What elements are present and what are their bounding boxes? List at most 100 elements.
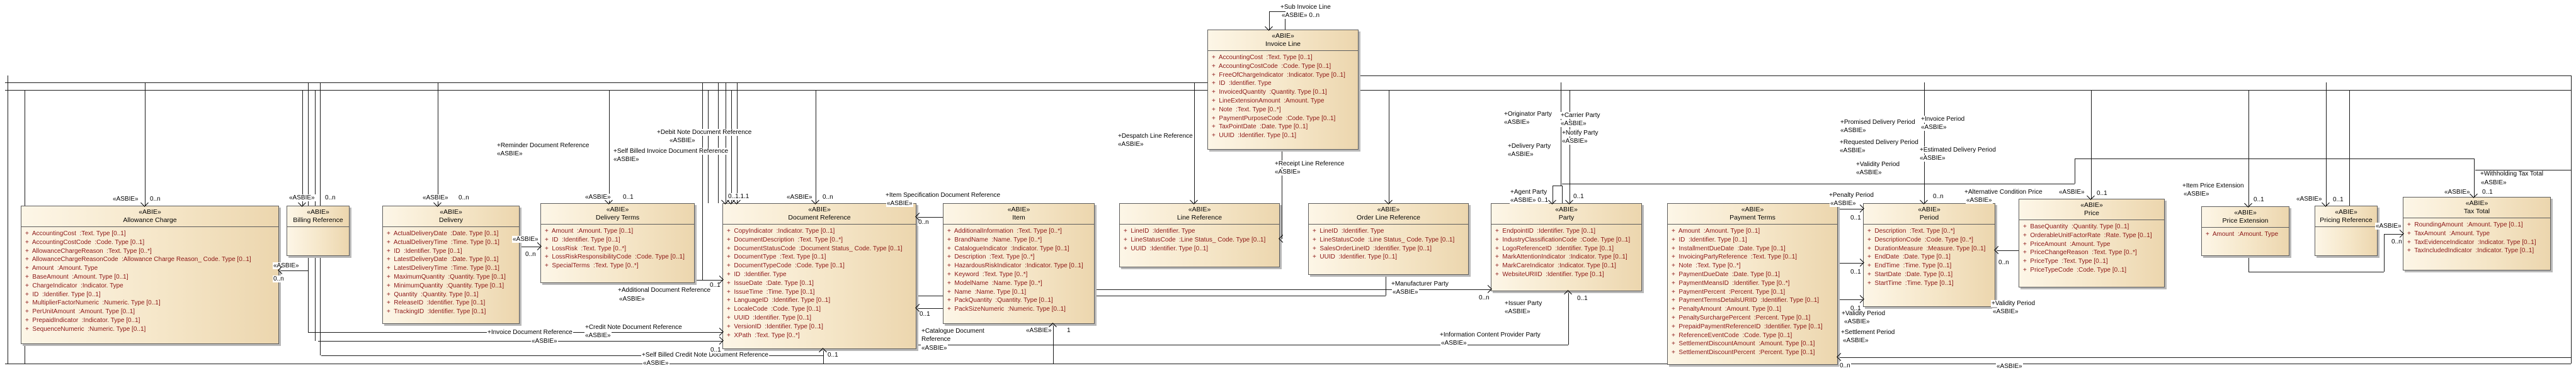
association-label: «ASBIE» [1507, 151, 1534, 158]
class-stereotype: «ABIE» [1377, 206, 1400, 213]
class-attribute: + ActualDeliveryDate :Date. Type [0..1] [387, 230, 499, 237]
association-label: +Self Billed Credit Note Document Refere… [641, 352, 769, 359]
class-header: «ABIE»Period [1864, 204, 1995, 225]
connector-line [695, 280, 722, 281]
association-label: «ASBIE» [1025, 327, 1052, 334]
class-attribute: + Amount :Amount. Type [2206, 231, 2279, 238]
association-label: +Validity Period [1855, 161, 1901, 168]
class-attribute: + DocumentType :Text. Type [0..1] [727, 253, 826, 261]
connector-line [731, 90, 732, 203]
class-header: «ABIE»Tax Total [2403, 198, 2550, 218]
association-label: 1 [1066, 327, 1071, 334]
association-label: 0..1 [827, 352, 839, 359]
class-attribute: + Name :Name. Type [0..1] [947, 288, 1027, 296]
class-box-document-reference[interactable]: «ABIE»Document Reference+ CopyIndicator … [722, 203, 916, 349]
class-attributes: + Amount :Amount. Type [0..1]+ ID :Ident… [541, 225, 694, 270]
association-label: +Item Price Extension [2182, 182, 2245, 189]
class-box-price[interactable]: «ABIE»Price+ BaseQuantity :Quantity. Typ… [2019, 199, 2165, 287]
class-attribute: + Description :Text. Type [0..*] [947, 253, 1035, 261]
class-attribute: + LineID :Identifier. Type [1124, 228, 1195, 235]
class-name: Line Reference [1177, 214, 1222, 221]
association-label: «ASBIE» 0..1 [1510, 197, 1549, 204]
class-attribute: + Amount :Amount. Type [0..1] [545, 228, 634, 235]
class-attribute: + InvoicingPartyReference :Text. Type [0… [1672, 253, 1798, 261]
class-attribute: + LatestDeliveryDate :Date. Type [0..1] [387, 256, 499, 264]
association-label: 0..n [1998, 259, 2010, 266]
class-name: Party [1558, 214, 1575, 221]
class-attribute: + ActualDeliveryTime :Time. Type [0..1] [387, 238, 499, 246]
class-header: «ABIE»Invoice Line [1208, 30, 1358, 51]
class-attribute: + WebsiteURIID :Identifier. Type [0..1] [1495, 270, 1604, 278]
class-box-party[interactable]: «ABIE»Party+ EndpointID :Identifier. Typ… [1491, 203, 1642, 291]
class-name: Billing Reference [293, 216, 343, 224]
connector-line [916, 217, 943, 218]
class-stereotype: «ABIE» [307, 208, 329, 216]
class-stereotype: «ABIE» [606, 206, 629, 213]
class-attribute: + SpecialTerms :Text. Type [0..*] [545, 262, 639, 270]
class-name: Allowance Charge [123, 216, 177, 224]
association-label: 0..1 [2253, 196, 2265, 203]
class-box-pricing-reference[interactable]: «ABIE»Pricing Reference [2315, 206, 2378, 256]
class-attributes: + Amount :Amount. Type [0..1]+ ID :Ident… [1668, 225, 1837, 357]
association-label: 0..n [1839, 362, 1851, 369]
class-box-delivery-terms[interactable]: «ABIE»Delivery Terms + Amount :Amount. Ty… [540, 203, 695, 283]
class-box-period[interactable]: «ABIE»Period+ Description :Text. Type [0… [1863, 203, 1995, 307]
connector-line [1053, 324, 1054, 364]
association-label: 0..n [458, 194, 470, 201]
class-attribute: + FreeOfChargeIndicator :Indicator. Type… [1212, 71, 1345, 79]
class-name: Invoice Line [1265, 40, 1301, 48]
class-attribute: + Quantity :Quantity. Type [0..1] [387, 291, 479, 298]
class-attribute: + Description :Text. Type [0..*] [1867, 228, 1955, 235]
connector-line [302, 90, 303, 206]
association-label: +Despatch Line Reference [1117, 133, 1194, 140]
class-attribute: + TaxIncludedIndicator :Indicator. Type … [2407, 247, 2534, 255]
class-box-item[interactable]: «ABIE»Item+ AdditionalInformation :Text.… [943, 203, 1095, 324]
class-stereotype: «ABIE» [1741, 206, 1764, 213]
association-label: «ASBIE» [2444, 189, 2471, 196]
class-attribute: + LossRiskResponsibilityCode :Code. Type… [545, 253, 685, 261]
class-box-payment-terms[interactable]: «ABIE»Payment Terms+ Amount :Amount. Typ… [1667, 203, 1838, 365]
class-box-allowance-charge[interactable]: «ABIE»Allowance Charge+ AccountingCost :… [21, 206, 279, 344]
class-box-delivery[interactable]: «ABIE»Delivery+ ActualDeliveryDate :Date… [382, 206, 520, 324]
class-attribute: + CatalogueIndicator :Indicator. Type [0… [947, 245, 1069, 252]
class-attribute: + PenaltyAmount :Amount. Type [0..1] [1672, 306, 1782, 313]
class-attribute: + OrderableUnitFactorRate :Rate. Type [0… [2023, 231, 2152, 239]
connector-line [1359, 90, 2571, 91]
class-attribute: + PriceTypeCode :Code. Type [0..1] [2023, 266, 2127, 274]
class-stereotype: «ABIE» [1188, 206, 1211, 213]
class-attributes: + AdditionalInformation :Text. Type [0..… [943, 225, 1094, 314]
class-attribute: + LineID :Identifier. Type [1313, 228, 1384, 235]
association-label: +Manufacturer Party [1391, 281, 1449, 287]
class-stereotype: «ABIE» [139, 208, 161, 216]
class-box-line-reference[interactable]: «ABIE»Line Reference + LineID :Identifier… [1119, 203, 1280, 267]
class-attribute: + ChargeIndicator :Indicator. Type [25, 282, 123, 289]
class-stereotype: «ABIE» [1555, 206, 1578, 213]
class-box-tax-total[interactable]: «ABIE»Tax Total+ RoundingAmount :Amount.… [2403, 197, 2551, 270]
class-box-price-extension[interactable]: «ABIE»Price Extension+ Amount :Amount. T… [2201, 206, 2289, 256]
class-attribute: + LatestDeliveryTime :Time. Type [0..1] [387, 265, 499, 272]
association-label: «ASBIE» [1503, 119, 1530, 126]
class-attribute: + AccountingCost :Text. Type [0..1] [1212, 54, 1313, 61]
connector-line [2326, 82, 2327, 206]
class-attribute: + AdditionalInformation :Text. Type [0..… [947, 228, 1062, 235]
class-attribute: + PriceChangeReason :Text. Type [0..*] [2023, 249, 2137, 257]
class-box-order-line-reference[interactable]: «ABIE»Order Line Reference+ LineID :Iden… [1308, 203, 1469, 275]
association-label: 0..1 [1850, 305, 1862, 312]
class-attributes: + LineID :Identifier. Type+ LineStatusCo… [1120, 225, 1279, 253]
class-attribute: + InstallmentDueDate :Date. Type [0..1] [1672, 245, 1786, 252]
class-attributes: + Description :Text. Type [0..*]+ Descri… [1864, 225, 1995, 288]
arrowhead-up-icon [1564, 290, 1572, 298]
class-box-invoice-line[interactable]: «ABIE»Invoice Line + AccountingCost :Text… [1207, 30, 1359, 150]
class-attribute: + AccountingCostCode :Code. Type [0..1] [25, 238, 145, 246]
class-attribute: + MarkCareIndicator :Indicator. Type [0.… [1495, 262, 1616, 270]
class-attribute: + MaximumQuantity :Quantity. Type [0..1] [387, 273, 506, 281]
class-stereotype: «ABIE» [440, 208, 462, 216]
class-box-billing-reference[interactable]: «ABIE»Billing Reference [287, 206, 350, 256]
class-name: Delivery Terms [595, 214, 640, 221]
class-attributes: + CopyIndicator :Indicator. Type [0..1]+… [723, 225, 916, 340]
class-header: «ABIE»Billing Reference [287, 206, 349, 227]
association-label: 0..1 [1850, 269, 1862, 276]
connector-line [609, 90, 610, 203]
class-attribute: + TaxPointDate :Date. Type [0..1] [1212, 123, 1308, 131]
association-label: +Delivery Party [1507, 143, 1552, 150]
